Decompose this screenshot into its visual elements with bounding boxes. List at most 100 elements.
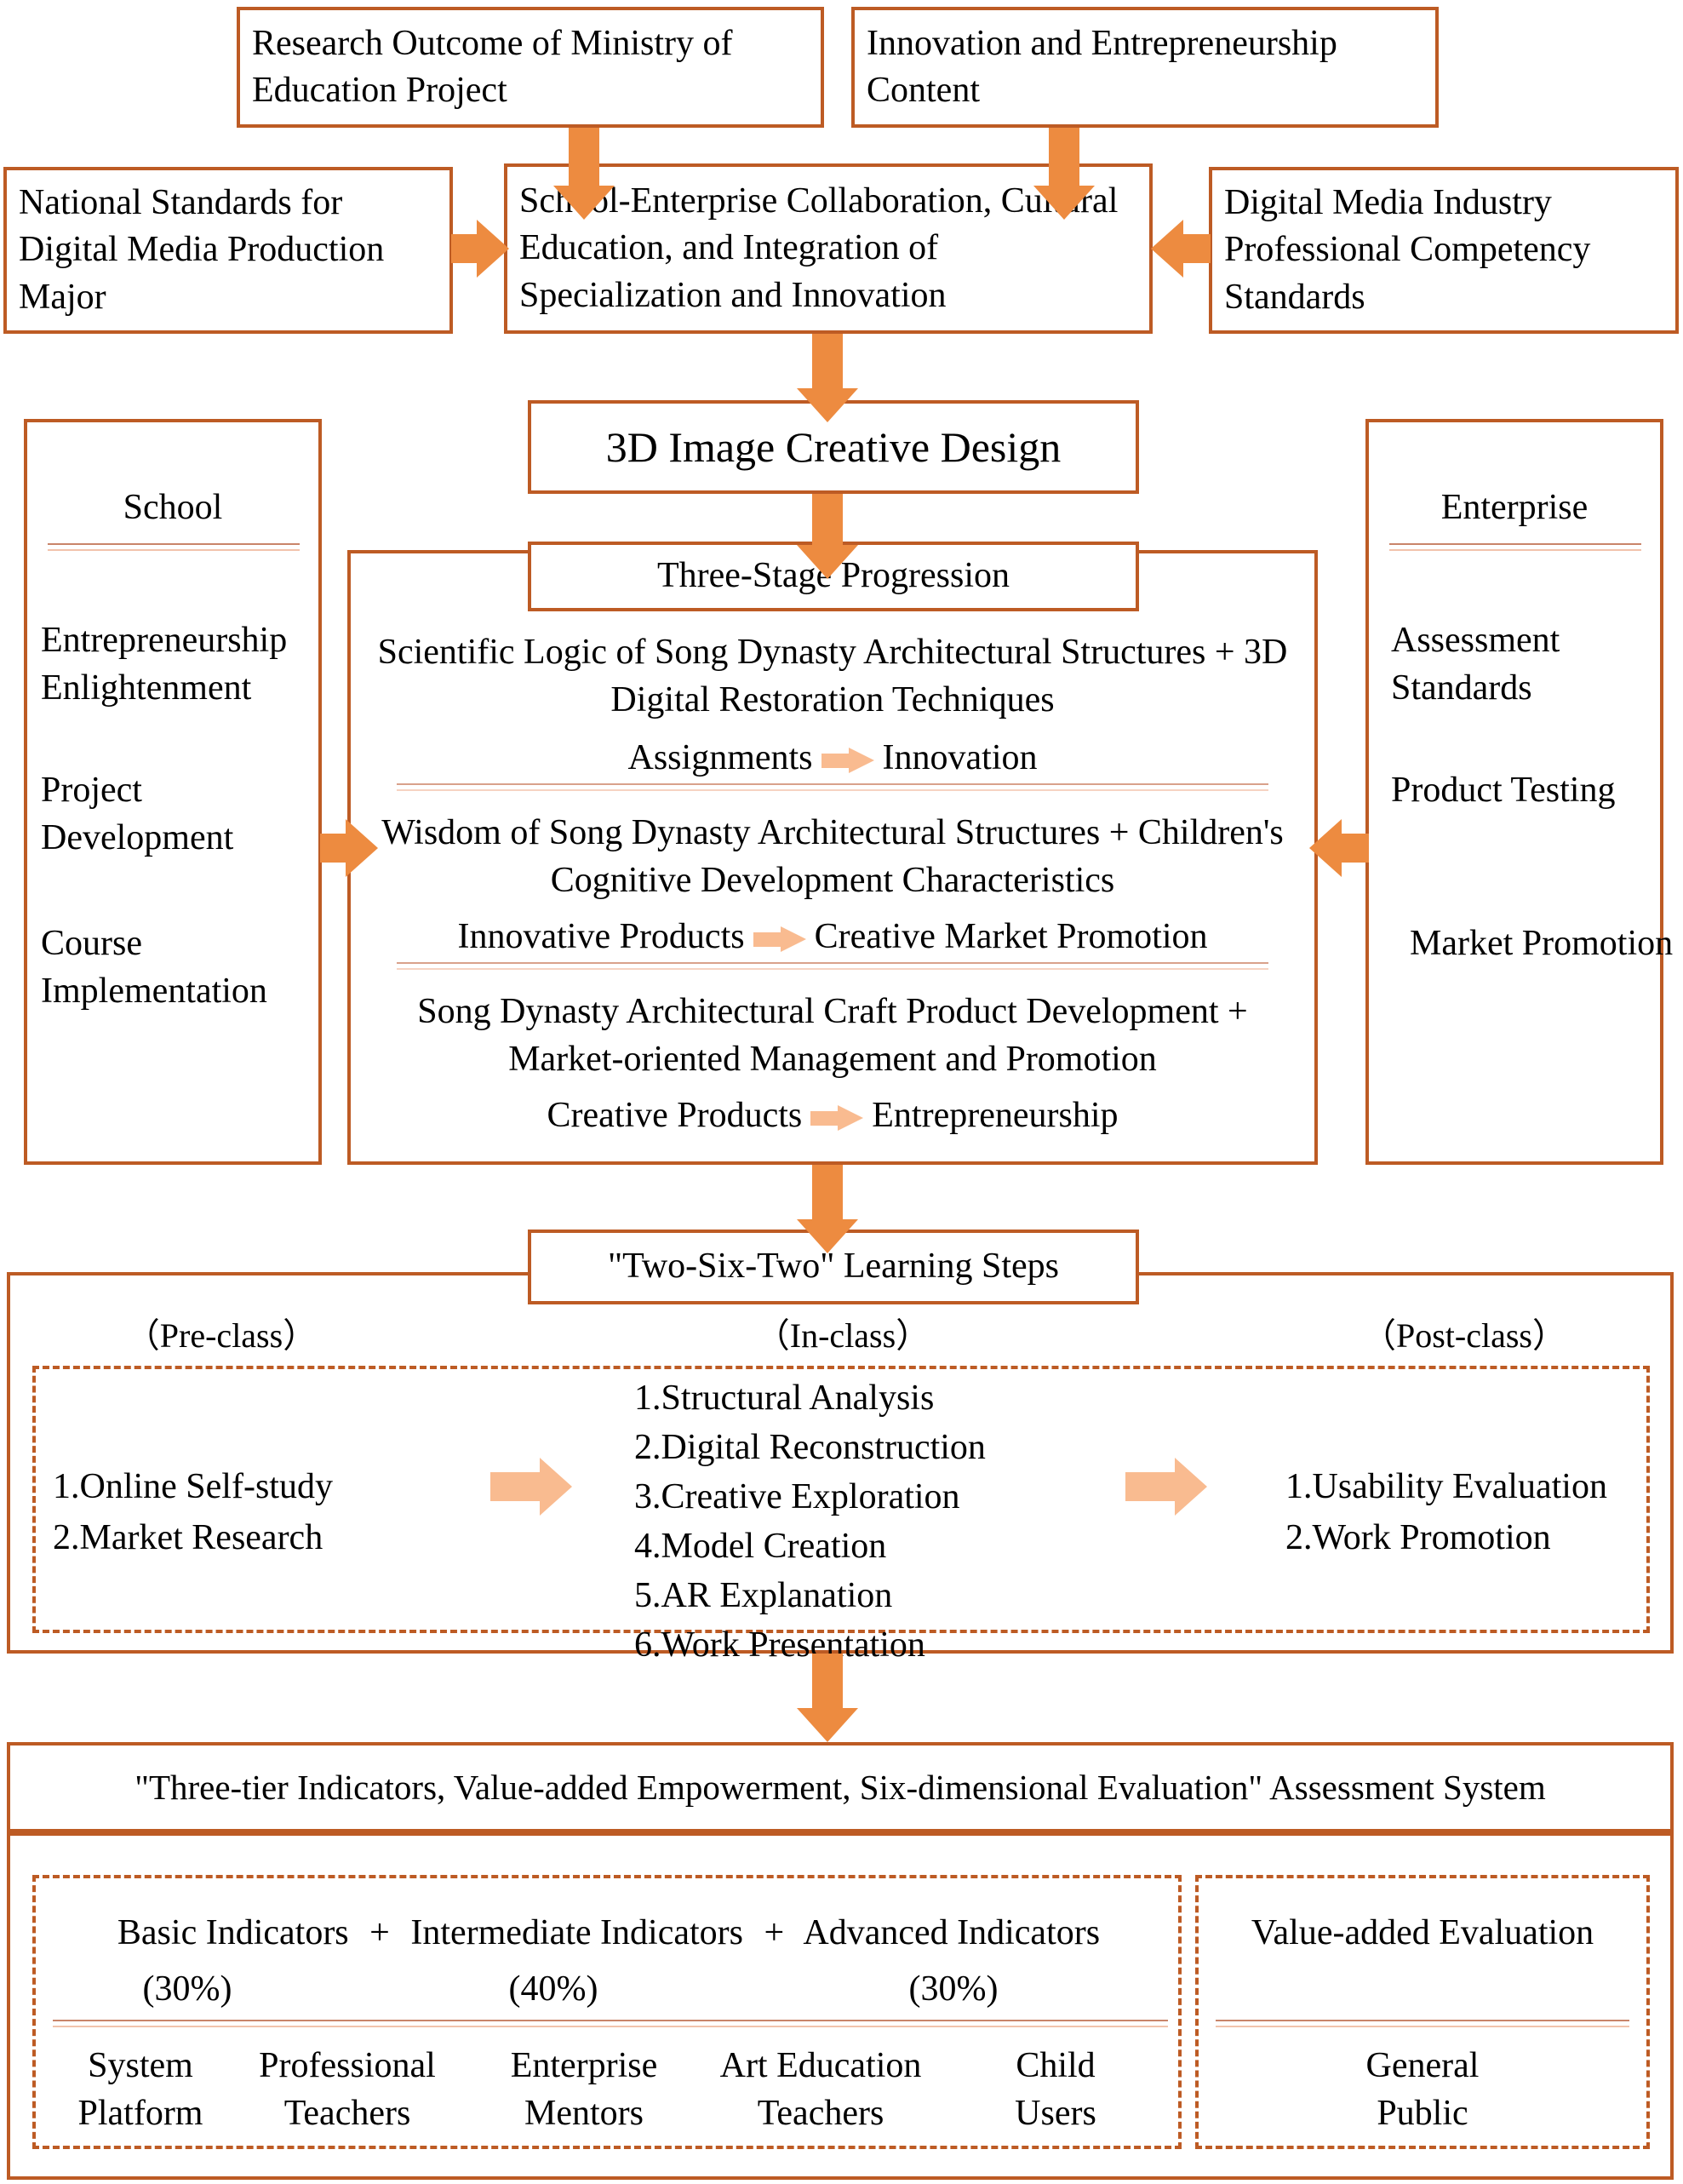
phase-1-item-4: 5.AR Explanation	[634, 1576, 893, 1615]
arrow-down-core-to-stages	[797, 494, 858, 579]
evaluator-4: Child Users	[979, 2042, 1132, 2138]
panel-school-item-0: Entrepreneurship Enlightenment	[41, 621, 288, 708]
phase-1-item-5: 6.Work Presentation	[634, 1625, 925, 1665]
right-arrow-icon	[821, 748, 874, 774]
evaluator-3-line2: Teachers	[757, 2094, 884, 2134]
panel-enterprise-title: Enterprise	[1440, 488, 1589, 527]
stage-1-from: Innovative Products	[457, 917, 745, 956]
arrow-right-pre-to-in	[490, 1458, 572, 1516]
box-innovation-content: Innovation and Entrepreneurship Content	[851, 7, 1439, 128]
box-research-outcome: Research Outcome of Ministry of Educatio…	[237, 7, 824, 128]
stage-0-from: Assignments	[627, 738, 813, 777]
arrow-right-school-to-stages	[320, 819, 378, 877]
indicators-divider	[53, 2020, 1168, 2027]
stage-divider-1	[397, 962, 1268, 970]
evaluator-3-line1: Art Education	[719, 2046, 922, 2085]
evaluator-1-line1: Professional	[259, 2046, 436, 2085]
value-added-evaluator-line2: Public	[1377, 2094, 1468, 2134]
panel-school-item-2: Course Implementation	[41, 924, 267, 1012]
box-industry-standards-label: Digital Media Industry Professional Comp…	[1224, 182, 1591, 317]
box-assessment-title: "Three-tier Indicators, Value-added Empo…	[7, 1742, 1674, 1832]
box-national-standards-label: National Standards for Digital Media Pro…	[19, 182, 385, 317]
phase-1-item-3: 4.Model Creation	[634, 1527, 887, 1566]
dashed-value-added	[1195, 1875, 1650, 2149]
arrow-left-enterprise-to-stages	[1309, 819, 1369, 877]
evaluator-3: Art Education Teachers	[703, 2042, 938, 2138]
stage-2-flow: Creative Products Entrepreneurship	[375, 1092, 1291, 1139]
box-industry-standards: Digital Media Industry Professional Comp…	[1209, 167, 1679, 334]
indicator-part-0: Basic Indicators	[117, 1913, 349, 1952]
stage-1-flow: Innovative Products Creative Market Promo…	[375, 913, 1291, 960]
evaluator-2-line2: Mentors	[524, 2094, 644, 2134]
stage-1-to: Creative Market Promotion	[814, 917, 1208, 956]
right-arrow-icon	[810, 1105, 864, 1132]
arrow-right-standards-to-hub	[451, 220, 509, 278]
panel-enterprise-item-0: Assessment Standards	[1391, 621, 1560, 708]
value-added-divider	[1216, 2020, 1629, 2027]
value-added-title: Value-added Evaluation	[1251, 1913, 1594, 1952]
dashed-indicators	[32, 1875, 1182, 2149]
box-research-outcome-label: Research Outcome of Ministry of Educatio…	[252, 23, 733, 110]
phase-1-item-0: 1.Structural Analysis	[634, 1379, 935, 1418]
assessment-title-label: "Three-tier Indicators, Value-added Empo…	[135, 1767, 1546, 1807]
evaluator-1-line2: Teachers	[283, 2094, 411, 2134]
box-national-standards: National Standards for Digital Media Pro…	[3, 167, 453, 334]
container-three-stage	[347, 550, 1318, 1165]
phase-0-label: （Pre-class）	[125, 1316, 318, 1355]
phase-1-label: （In-class）	[755, 1316, 930, 1355]
panel-school-title: School	[123, 488, 223, 527]
indicator-weight-2: (30%)	[908, 1969, 999, 2009]
arrow-down-learning-to-assessment	[797, 1654, 858, 1742]
indicator-weight-0: (30%)	[142, 1969, 232, 2009]
stage-1-content: Wisdom of Song Dynasty Architectural Str…	[381, 813, 1284, 901]
phase-1-item-1: 2.Digital Reconstruction	[634, 1428, 986, 1467]
plus-sign-1: +	[764, 1913, 785, 1952]
panel-enterprise-divider	[1389, 543, 1641, 551]
evaluator-0-line2: Platform	[77, 2094, 203, 2134]
stage-0-flow: Assignments Innovation	[375, 734, 1291, 782]
indicator-part-1: Intermediate Indicators	[410, 1913, 743, 1952]
arrow-down-stages-to-learning	[797, 1165, 858, 1253]
evaluator-2: Enterprise Mentors	[482, 2042, 686, 2138]
phase-2-item-1: 2.Work Promotion	[1285, 1518, 1551, 1557]
phase-0-item-1: 2.Market Research	[53, 1518, 323, 1557]
phase-0-item-0: 1.Online Self-study	[53, 1467, 333, 1506]
phase-1-item-2: 3.Creative Exploration	[634, 1477, 960, 1516]
phase-2-label: （Post-class）	[1362, 1316, 1566, 1355]
stage-0-content: Scientific Logic of Song Dynasty Archite…	[377, 633, 1288, 720]
indicator-part-2: Advanced Indicators	[803, 1913, 1101, 1952]
dashed-learning-phases	[32, 1366, 1650, 1633]
stage-0-to: Innovation	[882, 738, 1038, 777]
arrow-right-in-to-post	[1125, 1458, 1207, 1516]
evaluator-2-line1: Enterprise	[510, 2046, 658, 2085]
arrow-down-hub-to-core	[797, 334, 858, 422]
evaluator-0: System Platform	[51, 2042, 230, 2138]
stage-2-from: Creative Products	[547, 1096, 803, 1135]
right-arrow-icon	[753, 926, 806, 953]
core-title-label: 3D Image Creative Design	[605, 423, 1062, 471]
arrow-down-innovation-to-hub	[1033, 128, 1095, 220]
value-added-evaluator-line1: General	[1365, 2046, 1480, 2085]
panel-school-item-1: Project Development	[41, 771, 234, 858]
evaluator-0-line1: System	[88, 2046, 193, 2085]
evaluator-4-line2: Users	[1015, 2094, 1096, 2134]
panel-school-divider	[48, 543, 300, 551]
phase-2-item-0: 1.Usability Evaluation	[1285, 1467, 1607, 1506]
stage-2-content: Song Dynasty Architectural Craft Product…	[417, 992, 1248, 1080]
panel-enterprise-item-2: Market Promotion	[1410, 924, 1674, 963]
box-hub-collaboration-label: School-Enterprise Collaboration, Cultura…	[519, 181, 1119, 315]
panel-enterprise-item-1: Product Testing	[1391, 771, 1616, 810]
container-assessment-body	[7, 1832, 1674, 2180]
stage-divider-0	[397, 783, 1268, 791]
value-added-evaluator: General Public	[1204, 2042, 1641, 2138]
arrow-left-industry-to-hub	[1151, 220, 1211, 278]
stage-2-to: Entrepreneurship	[872, 1096, 1119, 1135]
evaluator-1: Professional Teachers	[237, 2042, 458, 2138]
indicator-weight-1: (40%)	[508, 1969, 598, 2009]
evaluator-4-line1: Child	[1016, 2046, 1096, 2085]
container-learning-steps	[7, 1272, 1674, 1654]
arrow-down-research-to-hub	[553, 128, 615, 220]
box-innovation-content-label: Innovation and Entrepreneurship Content	[867, 23, 1337, 110]
plus-sign-0: +	[369, 1913, 390, 1952]
